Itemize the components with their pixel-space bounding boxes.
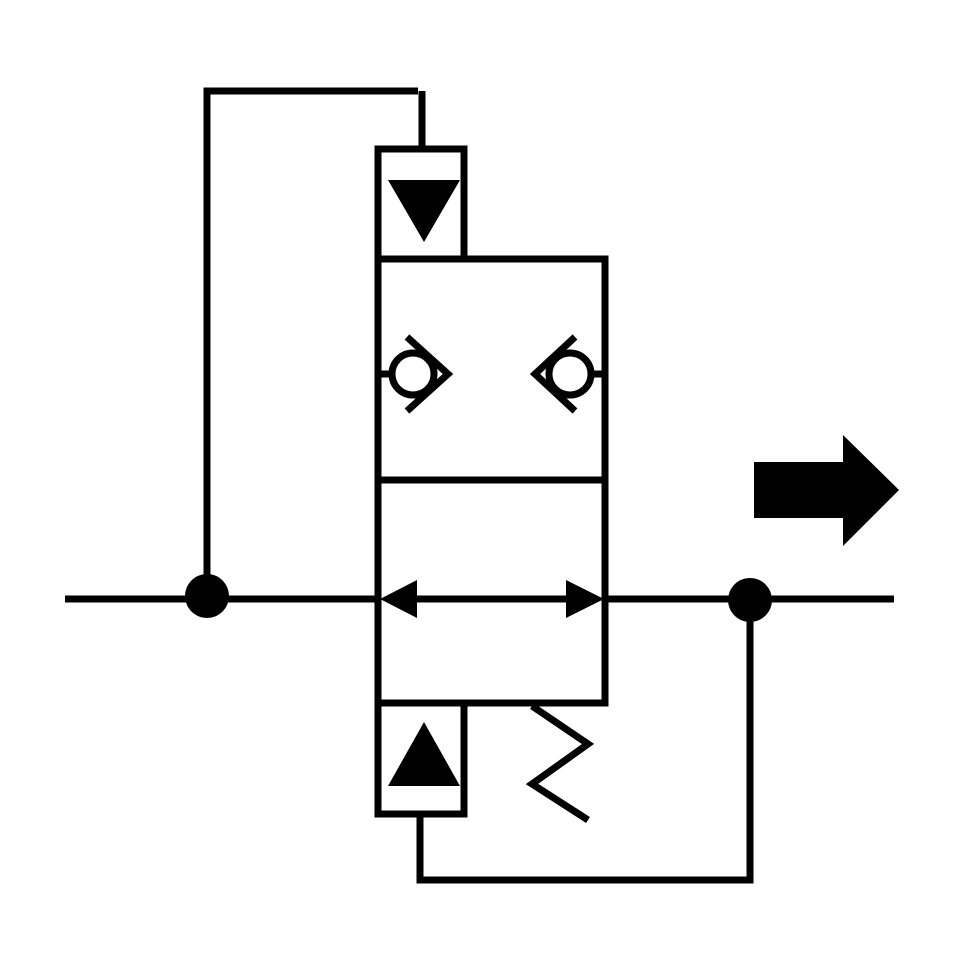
check-valve-icon <box>378 334 454 414</box>
right-arrow-icon <box>754 435 899 546</box>
spring-icon <box>525 703 595 823</box>
top-pilot-line <box>203 87 418 596</box>
junction-dot-left <box>185 574 229 618</box>
arrowhead-right-icon <box>566 580 604 618</box>
junction-dot-right <box>728 578 772 622</box>
arrowhead-left-icon <box>380 580 417 618</box>
check-valve-icon <box>529 334 605 414</box>
bottom-pilot-box <box>374 699 468 818</box>
bottom-pilot-line <box>416 600 754 884</box>
triangle-icon <box>388 722 460 786</box>
triangle-icon <box>388 180 460 242</box>
